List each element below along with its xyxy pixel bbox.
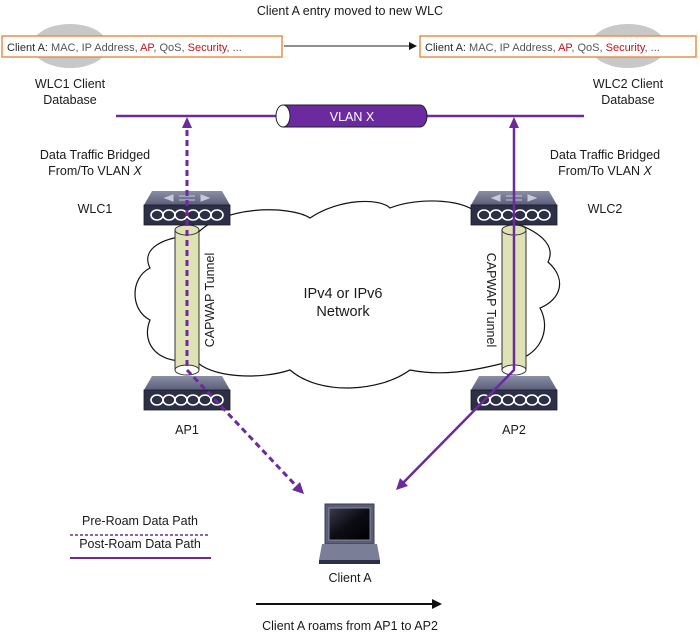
router-arrows-icon [163, 194, 211, 202]
device-top-face [144, 376, 230, 390]
device-top-face [471, 376, 557, 390]
wlc1-label: WLC1 [78, 202, 113, 216]
wlc1-controller-icon [143, 191, 231, 226]
client-laptop-icon [319, 503, 380, 564]
ap1-label: AP1 [175, 423, 199, 437]
client-label: Client A [328, 571, 372, 585]
pre-roam-data-path [185, 120, 302, 492]
diagram-title: Client A entry moved to new WLC [257, 4, 443, 18]
ap2-label: AP2 [502, 423, 526, 437]
bridged-label-left-2: From/To VLAN X [48, 164, 142, 178]
wlc1-database-label: WLC1 Client [35, 77, 106, 91]
wlc2-client-entry: Client A: MAC, IP Address, AP, QoS, Secu… [419, 35, 697, 58]
pre-roam-arrowhead-client [292, 482, 304, 494]
bridged-label-right-2: From/To VLAN X [558, 164, 652, 178]
port-loop [210, 209, 224, 221]
bridged-label-left: Data Traffic Bridged [40, 148, 150, 162]
wlc2-label: WLC2 [588, 202, 623, 216]
network-label: IPv4 or IPv6 [304, 286, 383, 302]
post-roam-arrowhead-client [396, 478, 408, 490]
wlc2-database-label: WLC2 Client [593, 77, 664, 91]
bridged-label-right: Data Traffic Bridged [550, 148, 660, 162]
wlc1-database-label-2: Database [43, 93, 97, 107]
capwap-tunnel-label-right: CAPWAP Tunnel [484, 253, 498, 348]
capwap-tunnel-label-left: CAPWAP Tunnel [203, 253, 217, 348]
post-roam-data-path [399, 120, 516, 487]
vlan-label: VLAN X [330, 110, 375, 124]
entry-text: Client A: MAC, IP Address, AP, QoS, Secu… [7, 42, 242, 54]
network-label-2: Network [316, 304, 370, 320]
device-top-face [144, 191, 230, 205]
vlan-x-pipe: VLAN X [275, 104, 428, 128]
pre-roam-arrowhead-up [182, 117, 192, 128]
router-arrows-icon [490, 194, 538, 202]
post-roam-arrowhead-up [509, 117, 519, 128]
port-loop [210, 394, 224, 406]
wlc2-database-label-2: Database [601, 93, 655, 107]
port-loop [537, 394, 551, 406]
entry-text: Client A: MAC, IP Address, AP, QoS, Secu… [425, 42, 660, 54]
ap2-access-point-icon [470, 376, 558, 411]
ap1-access-point-icon [143, 376, 231, 411]
port-loop [537, 209, 551, 221]
legend-pre-roam-label: Pre-Roam Data Path [82, 514, 198, 528]
wlc1-client-entry: Client A: MAC, IP Address, AP, QoS, Secu… [1, 35, 283, 58]
roam-caption: Client A roams from AP1 to AP2 [262, 619, 438, 633]
legend-post-roam-label: Post-Roam Data Path [79, 537, 201, 551]
